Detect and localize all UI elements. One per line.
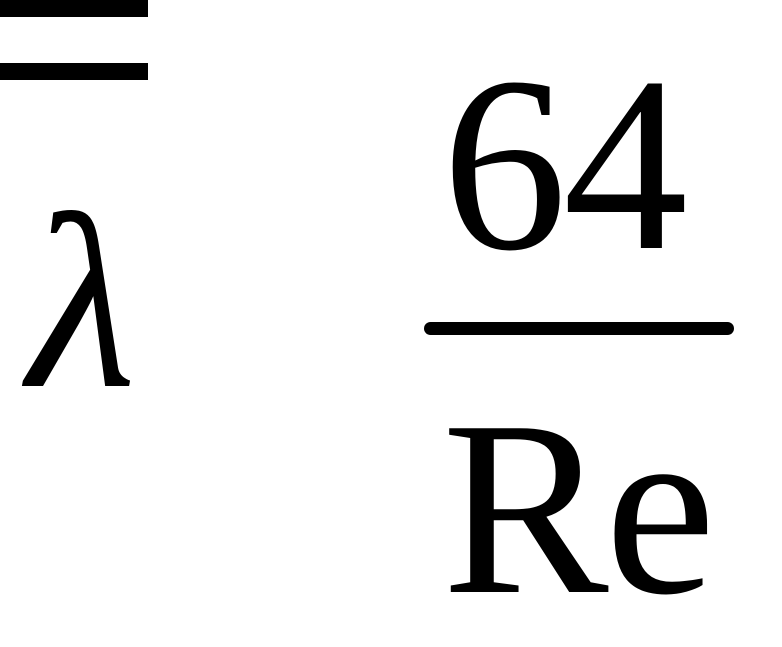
equals-bar-bottom [0, 63, 148, 80]
fraction-denominator: Re [442, 370, 716, 647]
fraction-numerator: 64 [442, 26, 688, 303]
equals-bar-top [0, 0, 148, 17]
equals-sign [0, 0, 148, 80]
fraction-bar [424, 322, 734, 335]
formula-lhs-lambda: λ [28, 164, 137, 441]
